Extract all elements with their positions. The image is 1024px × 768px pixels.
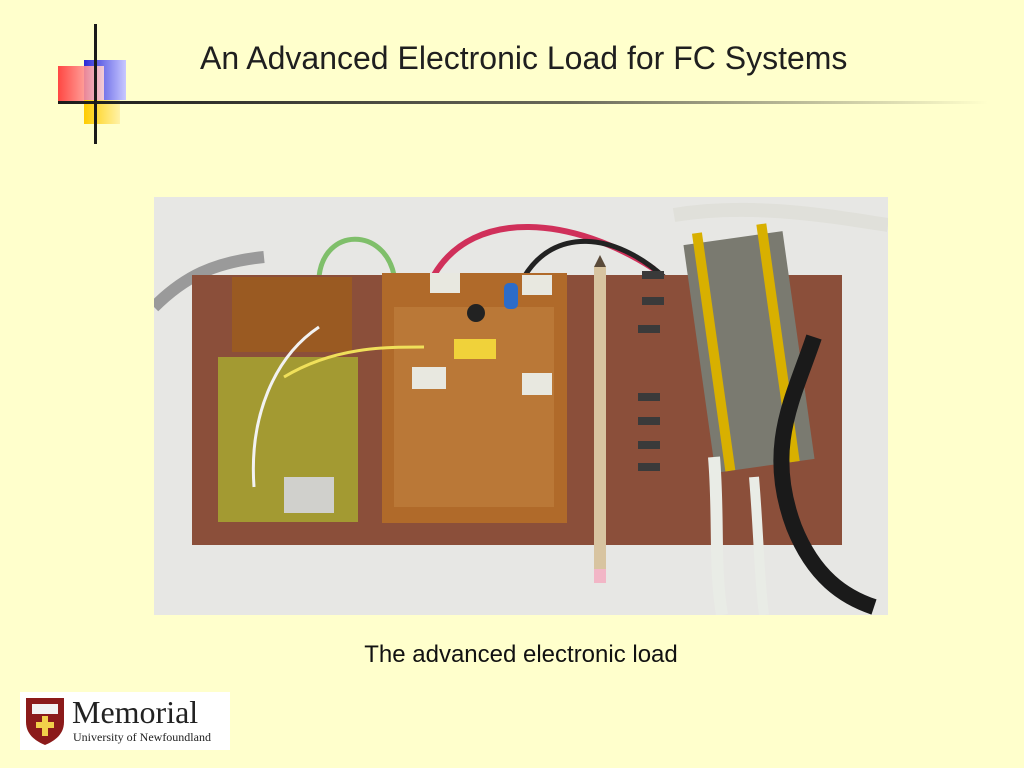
logo-subtitle: University of Newfoundland xyxy=(73,730,211,744)
university-crest-icon xyxy=(26,698,64,745)
electronic-load-photo xyxy=(154,197,888,615)
photo-caption: The advanced electronic load xyxy=(364,641,678,668)
title-rule xyxy=(58,101,988,104)
title-decoration xyxy=(58,24,988,144)
logo-name: Memorial xyxy=(72,694,199,730)
vertical-rule xyxy=(94,24,97,144)
university-logo: Memorial University of Newfoundland xyxy=(20,692,230,750)
red-square xyxy=(58,66,104,104)
slide-title: An Advanced Electronic Load for FC Syste… xyxy=(200,40,848,76)
